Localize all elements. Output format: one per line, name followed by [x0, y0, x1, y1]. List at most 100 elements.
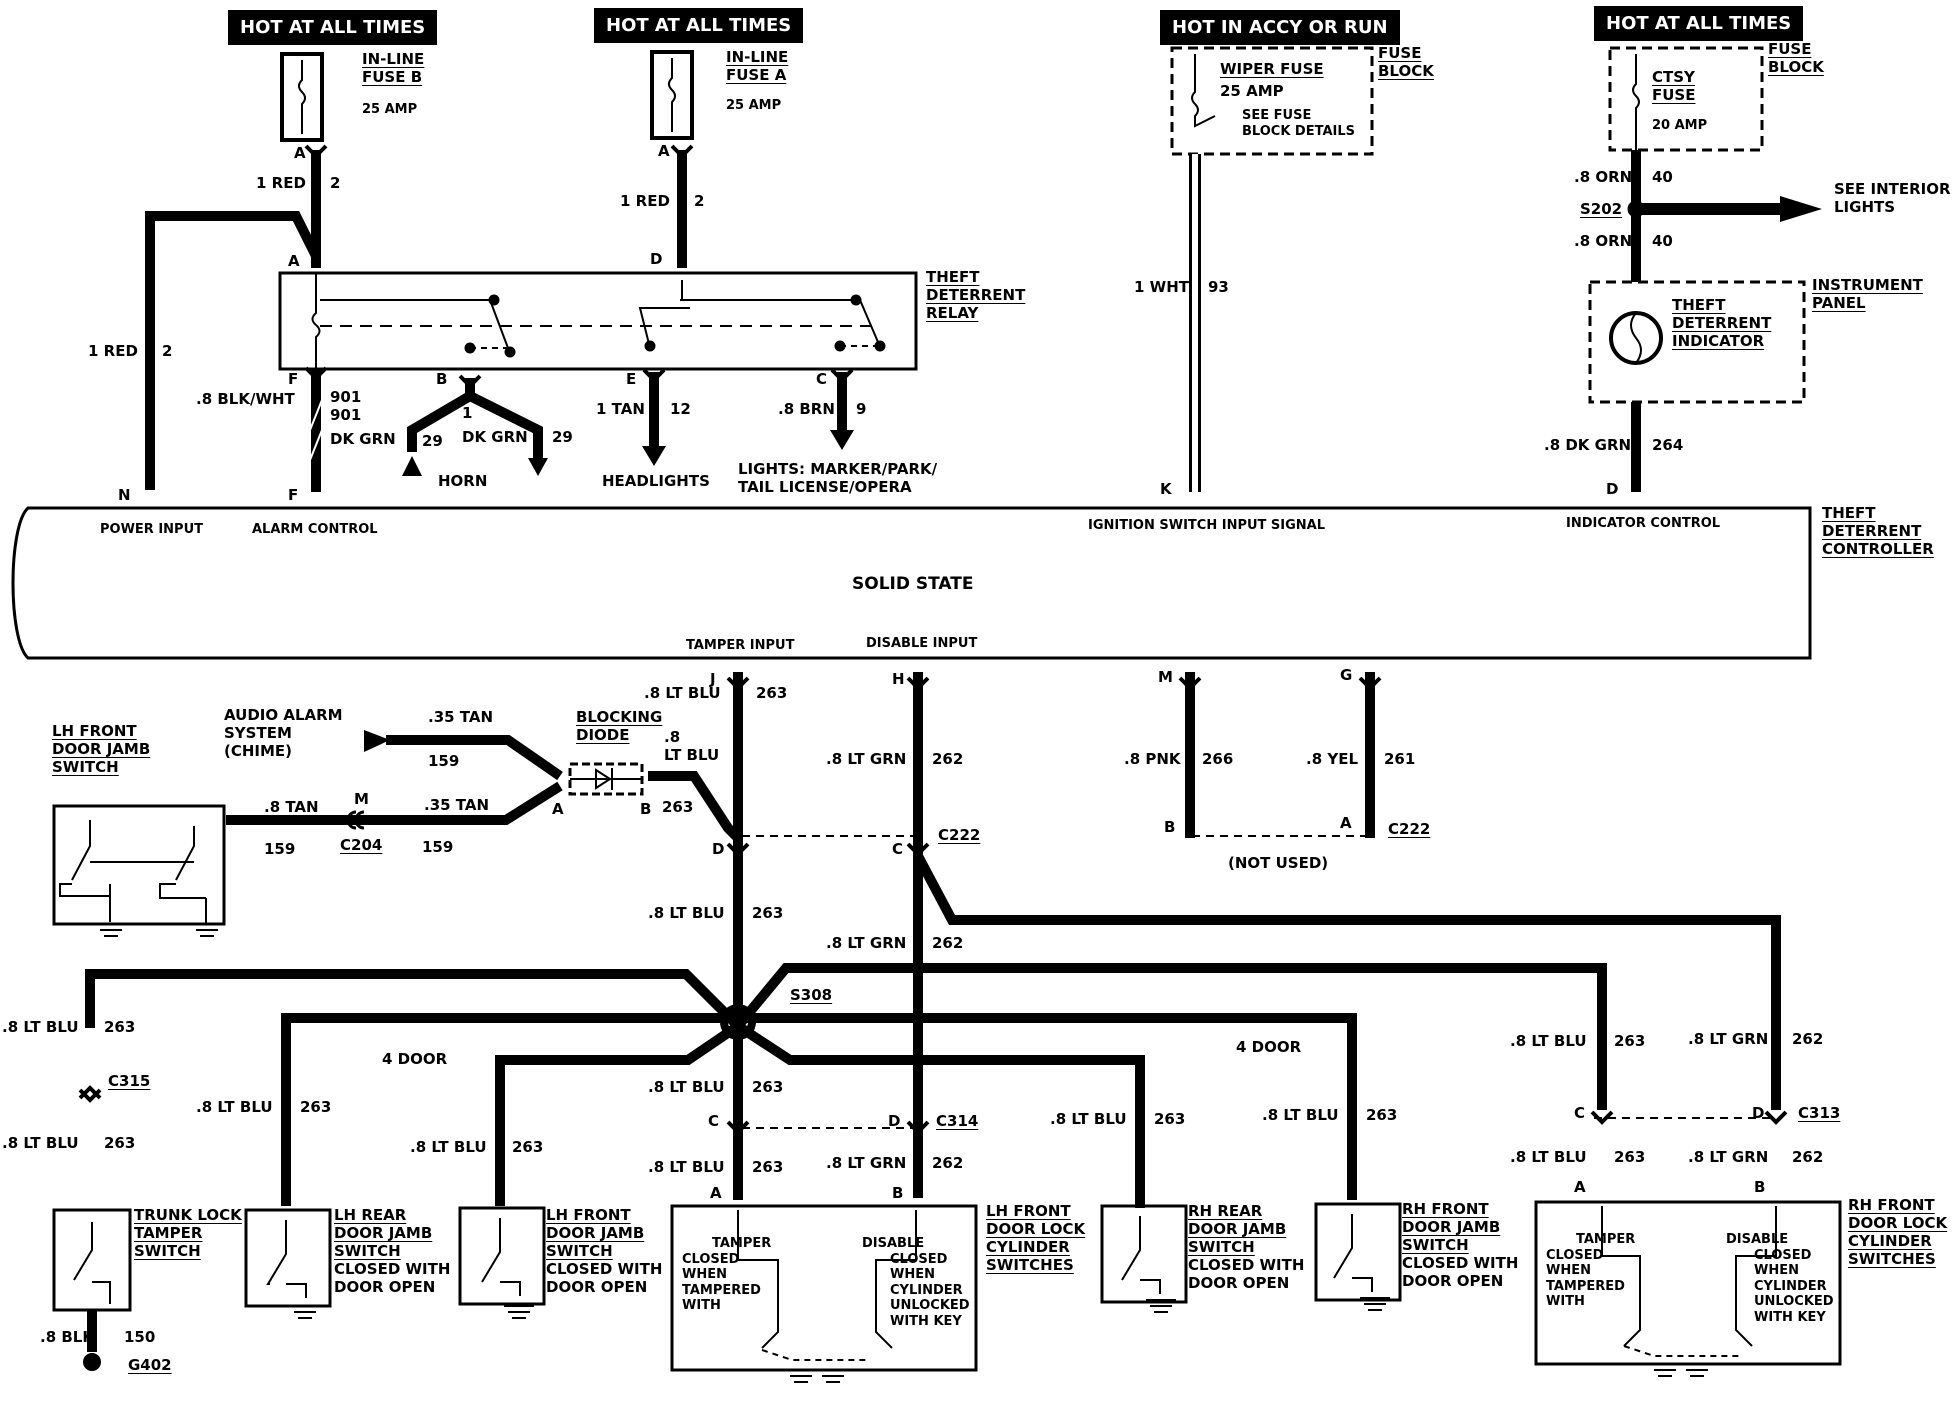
circuit-number: 263 [752, 904, 784, 922]
wire-color-label: .8 LT BLU [1510, 1148, 1587, 1166]
lh-front-jamb-box-2 [458, 1206, 546, 1306]
circuit-number: 263 [512, 1138, 544, 1156]
wire-color-label: .8 LT GRN [1688, 1148, 1769, 1166]
ground-icon [786, 1369, 816, 1383]
wire-color-label: 1 RED [88, 342, 138, 360]
lh-rear-jamb-box [244, 1208, 332, 1308]
wire-horn-left [407, 391, 473, 452]
wire-color-label: .8 LT BLU [2, 1018, 79, 1036]
wire-color-label: .8 LT BLU [1050, 1110, 1127, 1128]
pin-label: A [1340, 814, 1352, 832]
controller-pin-label: IGNITION SWITCH INPUT SIGNAL [1088, 518, 1326, 533]
pin-label: B [640, 800, 652, 818]
pin-label: F [288, 486, 299, 504]
instrument-panel-box [1588, 280, 1806, 404]
controller-box [11, 506, 1812, 660]
pin-label: F [288, 370, 299, 388]
circuit-number: 261 [1384, 750, 1416, 768]
connector-label: C222 [938, 826, 981, 844]
controller-title: SOLID STATE [852, 574, 974, 594]
pin-label: M [1158, 668, 1173, 686]
pin-label: B [892, 1184, 904, 1202]
wire-color-label: .8 LT BLU [648, 1158, 725, 1176]
wire-color-label: .8 DK GRN [1544, 436, 1632, 454]
wire-color-label: .8 YEL [1306, 750, 1359, 768]
wire-color-label: 1 RED [620, 192, 670, 210]
pin-label: B [1164, 818, 1176, 836]
fuse-a-box [650, 50, 694, 140]
circuit-number: 263 [756, 684, 788, 702]
pin-label: J [710, 670, 716, 688]
circuit-number: 263 [300, 1098, 332, 1116]
circuit-number: 2 [330, 174, 341, 192]
circuit-number: 2 [162, 342, 173, 360]
wire-horn-right [467, 391, 543, 460]
ctsy-fuse-element [1632, 54, 1640, 150]
ground-icon [1650, 1363, 1680, 1377]
controller-pin-label: INDICATOR CONTROL [1566, 516, 1721, 531]
wire-color-label: .35 TAN [428, 708, 494, 726]
circuit-number: 40 [1652, 168, 1673, 186]
wire-color-label: .8 BRN [778, 400, 835, 418]
pin-label: N [118, 486, 131, 504]
supply-header-ctsy: HOT AT ALL TIMES [1594, 6, 1804, 41]
headlights-label: HEADLIGHTS [602, 472, 710, 490]
circuit-number: 12 [670, 400, 691, 418]
circuit-number: 159 [422, 838, 454, 856]
wire-color-label: 1 TAN [596, 400, 645, 418]
wire-color-label: .8 LT BLU [196, 1098, 273, 1116]
circuit-number: 9 [856, 400, 867, 418]
pin-label: D [888, 1112, 901, 1130]
pin-label: G [1340, 666, 1353, 684]
circuit-number: 263 [1614, 1032, 1646, 1050]
wire-color-label: DK GRN [462, 428, 528, 446]
wire-color-label: .8 LT GRN [1688, 1030, 1769, 1048]
wire-lh-rear-feed [281, 1013, 1357, 1206]
circuit-number: 263 [752, 1078, 784, 1096]
supply-header-fuse-a: HOT AT ALL TIMES [594, 8, 804, 43]
controller-pin-label: ALARM CONTROL [252, 522, 378, 537]
wiper-fuse-block [1170, 46, 1374, 156]
ground-icon [1146, 1299, 1176, 1313]
wire-color-label: .8 LT BLU [2, 1134, 79, 1152]
wire-color-label: .35 TAN [424, 796, 490, 814]
circuit-number: 263 [1614, 1148, 1646, 1166]
pin-label: D [712, 840, 725, 858]
wire-power-feed [145, 211, 321, 490]
fuse-b-rating: 25 AMP [362, 102, 418, 117]
pin-label: C [816, 370, 828, 388]
four-door-label: 4 DOOR [1236, 1038, 1302, 1056]
pin-label: A [1574, 1178, 1586, 1196]
ground-icon [96, 923, 126, 937]
wire-color-label: .8 TAN [264, 798, 319, 816]
pin-label: B [436, 370, 448, 388]
pin-label: A [658, 142, 670, 160]
wire-color-label: .8 ORN [1574, 168, 1633, 186]
relay-box [278, 271, 918, 371]
ground-icon [192, 923, 222, 937]
fuse-a-rating: 25 AMP [726, 98, 782, 113]
wire-diode-out [648, 771, 742, 842]
wire-color-label: .8 ORN [1574, 232, 1633, 250]
pin-label: D [1606, 480, 1619, 498]
fuse-a-element [668, 58, 676, 132]
pin-label: C [1574, 1104, 1586, 1122]
wire-lh-front-feed [495, 1019, 1145, 1208]
circuit-number: 2 [694, 192, 705, 210]
splice-label: S308 [790, 986, 833, 1004]
ground-icon [83, 1353, 101, 1371]
ground-icon [1682, 1363, 1712, 1377]
pin-label: D [1752, 1104, 1765, 1122]
wire-color-label: .8 BLK [40, 1328, 94, 1346]
